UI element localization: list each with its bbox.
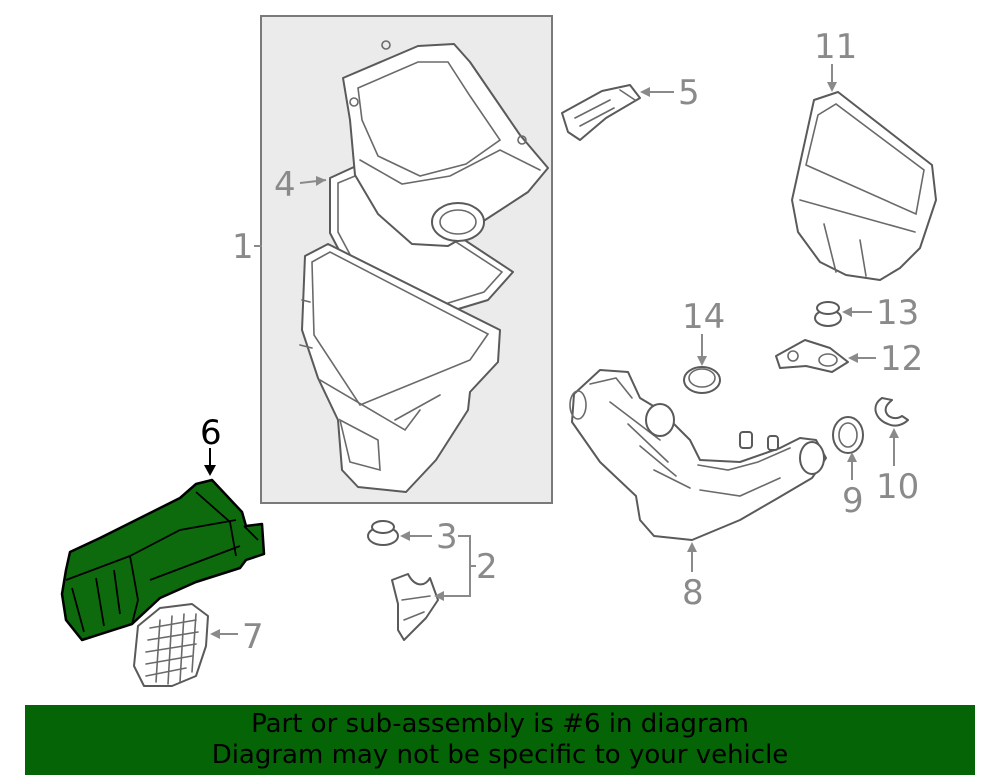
leader-14-arrow	[697, 356, 707, 366]
part-2-bracket[interactable]	[391, 573, 439, 641]
callout-9: 9	[842, 481, 864, 521]
part-10-clip[interactable]	[874, 397, 909, 427]
leader-7-arrow	[210, 629, 220, 639]
leader-2	[438, 535, 476, 597]
callout-13: 13	[876, 293, 919, 333]
callout-3: 3	[436, 517, 458, 557]
leader-3-arrow	[400, 531, 410, 541]
part-13-grommet[interactable]	[814, 301, 842, 327]
callout-5: 5	[678, 73, 700, 113]
leader-13-arrow	[842, 307, 852, 317]
part-7-screen[interactable]	[133, 603, 209, 687]
part-1-lower-housing[interactable]	[299, 243, 501, 493]
leader-8-arrow	[687, 542, 697, 552]
part-12-bracket[interactable]	[775, 339, 849, 373]
callout-2: 2	[476, 547, 498, 587]
callout-10: 10	[876, 467, 919, 507]
leader-12-arrow	[848, 353, 858, 363]
leader-5-arrow	[640, 87, 650, 97]
leader-11-arrow	[827, 82, 837, 92]
part-8-intake-hose[interactable]	[569, 369, 827, 541]
callout-8: 8	[682, 573, 704, 613]
callout-12: 12	[880, 339, 923, 379]
leader-10-arrow	[889, 428, 899, 438]
part-3-grommet[interactable]	[367, 520, 399, 546]
leader-6-arrow	[204, 465, 216, 476]
callout-4: 4	[274, 165, 296, 205]
leader-2-arrow	[434, 591, 444, 601]
callout-14: 14	[682, 297, 725, 337]
banner-line-1: Part or sub-assembly is #6 in diagram	[251, 709, 749, 739]
info-banner: Part or sub-assembly is #6 in diagram Di…	[25, 705, 975, 775]
banner-line-2: Diagram may not be specific to your vehi…	[211, 740, 789, 770]
callout-6: 6	[200, 413, 222, 453]
part-5-sensor[interactable]	[561, 84, 641, 141]
parts-diagram: 1 4 5 11 13 12 14 10 9 8 3 2 7 6	[60, 15, 937, 687]
leader-9-arrow	[847, 452, 857, 462]
callout-11: 11	[814, 27, 857, 67]
part-6-intake-duct[interactable]	[60, 478, 266, 642]
leader-4-arrow	[316, 176, 326, 186]
part-1-upper-housing[interactable]	[342, 40, 549, 247]
callout-1: 1	[232, 227, 254, 267]
part-14-clamp[interactable]	[683, 366, 721, 394]
callout-7: 7	[242, 617, 264, 657]
part-11-duct[interactable]	[791, 91, 937, 281]
part-9-seal[interactable]	[832, 416, 864, 454]
